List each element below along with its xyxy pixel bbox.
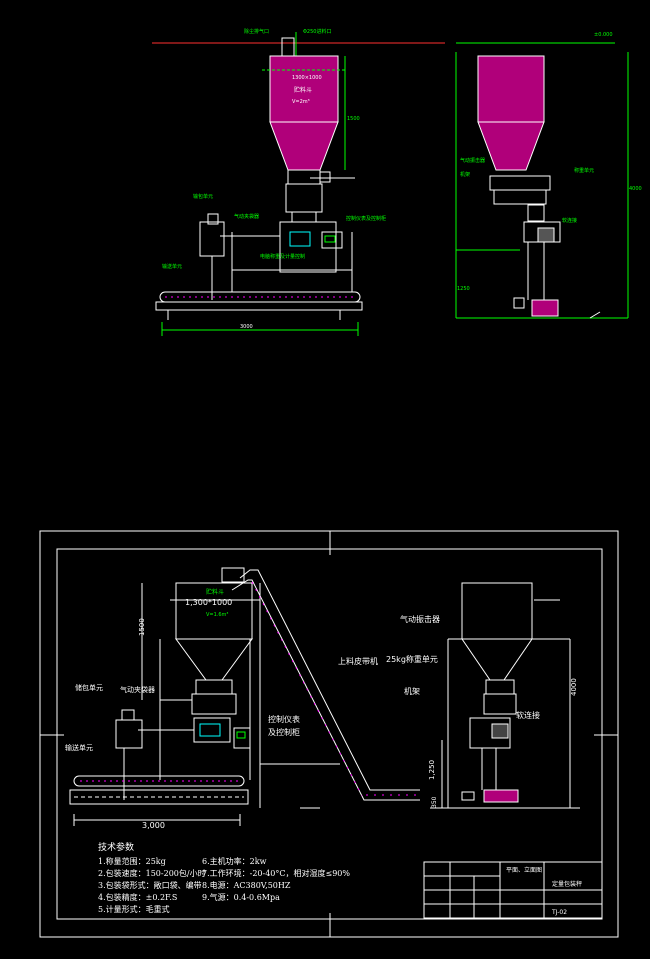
side-label-unit: 称重单元 bbox=[574, 167, 594, 174]
top-front-view bbox=[152, 32, 445, 336]
side-label-vibrator: 气动振击器 bbox=[460, 157, 485, 164]
bottom-dim-3000: 3,000 bbox=[142, 821, 165, 830]
title-block bbox=[423, 861, 603, 919]
param-row: 1.称量范围：25kg 6.主机功率：2kw bbox=[98, 856, 428, 868]
param-8: 8.电源：AC380V,50HZ bbox=[202, 881, 291, 890]
bottom-dim-1250: 1,250 bbox=[428, 760, 436, 780]
param-4: 4.包装精度：±0.2F.S bbox=[98, 893, 178, 902]
tech-params: 技术参数 1.称量范围：25kg 6.主机功率：2kw 2.包装速度：150-2… bbox=[98, 842, 428, 916]
param-3: 3.包装袋形式：敞口袋、编带 bbox=[98, 881, 202, 890]
side-level-mark: ±0.000 bbox=[594, 32, 613, 38]
bottom-dim-4000: 4000 bbox=[570, 678, 578, 696]
top-dim-hopper: 1300×1000 bbox=[292, 75, 322, 81]
bottom-label-weigh: 25kg称重单元 bbox=[386, 654, 438, 664]
param-7: 7.工作环境：-20-40°C，相对湿度≤90% bbox=[202, 869, 351, 878]
param-2: 2.包装速度：150-200包/小时 bbox=[98, 869, 206, 878]
param-9: 9.气源：0.4-0.6Mpa bbox=[202, 893, 280, 902]
bottom-hopper-dim: 1,300*1000 bbox=[185, 598, 232, 607]
top-dim-height: 1500 bbox=[347, 116, 360, 122]
param-row: 2.包装速度：150-200包/小时 7.工作环境：-20-40°C，相对湿度≤… bbox=[98, 868, 428, 880]
side-label-frame: 机架 bbox=[460, 171, 470, 178]
tech-params-title: 技术参数 bbox=[98, 843, 135, 853]
bottom-labels: 贮料斗 1,300*1000 V=1.6m³ 1500 储包单元 气动夹袋器 输… bbox=[65, 588, 578, 830]
top-hopper-volume: V=2m³ bbox=[292, 99, 310, 105]
bottom-label-clamp: 气动夹袋器 bbox=[120, 685, 155, 694]
top-front-labels: 除尘排气口 Φ250进料口 1300×1000 贮料斗 V=2m³ 1500 输… bbox=[162, 28, 386, 330]
side-hopper bbox=[477, 55, 545, 123]
bottom-label-vibrator: 气动振击器 bbox=[400, 614, 440, 624]
top-label-pack-unit: 输包单元 bbox=[193, 193, 213, 200]
top-label-weigh: 电脑称重及计量控制 bbox=[260, 253, 305, 260]
title-product: 定量包装秤 bbox=[552, 880, 582, 888]
param-5: 5.计量形式：毛重式 bbox=[98, 905, 170, 914]
top-side-labels: ±0.000 气动振击器 机架 称重单元 软连接 4000 1250 bbox=[457, 32, 642, 292]
top-hopper-label: 贮料斗 bbox=[294, 86, 312, 94]
side-dim-lower: 1250 bbox=[457, 286, 470, 292]
bottom-hopper-volume: V=1.6m³ bbox=[206, 612, 228, 618]
bottom-label-conveyor: 上料皮带机 bbox=[338, 656, 378, 666]
top-label-bottom-dim: 3000 bbox=[240, 324, 253, 330]
bottom-dim-1500: 1500 bbox=[138, 618, 146, 636]
param-row: 5.计量形式：毛重式 bbox=[98, 904, 428, 916]
top-side-view bbox=[455, 42, 629, 319]
title-block-text: 平面、立面图 定量包装秤 TJ-02 bbox=[506, 866, 582, 916]
top-note-left: 除尘排气口 bbox=[244, 28, 269, 35]
param-1: 1.称量范围：25kg bbox=[98, 857, 166, 866]
top-label-control: 控制仪表及控制柜 bbox=[346, 215, 386, 222]
side-dim-total: 4000 bbox=[629, 186, 642, 192]
bottom-label-control: 控制仪表 bbox=[268, 714, 300, 724]
bottom-machine-right bbox=[430, 582, 580, 809]
top-label-clamp: 气动夹袋器 bbox=[234, 213, 259, 220]
belt-conveyor bbox=[231, 569, 420, 801]
param-row: 4.包装精度：±0.2F.S 9.气源：0.4-0.6Mpa bbox=[98, 892, 428, 904]
sheet-frame bbox=[39, 530, 619, 938]
param-6: 6.主机功率：2kw bbox=[202, 857, 267, 866]
top-hopper bbox=[269, 55, 339, 123]
bottom-machine-left bbox=[69, 567, 340, 826]
bottom-label-frame: 机架 bbox=[404, 686, 420, 696]
bottom-dim-350: 350 bbox=[431, 796, 438, 808]
bottom-label-control2: 及控制柜 bbox=[268, 727, 300, 737]
top-label-conveyor: 输送单元 bbox=[162, 263, 182, 270]
bottom-label-soft: 软连接 bbox=[516, 710, 540, 720]
title-drawing-no: TJ-02 bbox=[551, 909, 567, 916]
param-row: 3.包装袋形式：敞口袋、编带 8.电源：AC380V,50HZ bbox=[98, 880, 428, 892]
bottom-hopper-label: 贮料斗 bbox=[206, 588, 224, 596]
side-label-connector: 软连接 bbox=[562, 217, 577, 224]
top-note-right: Φ250进料口 bbox=[303, 28, 331, 35]
bottom-label-bag-unit: 储包单元 bbox=[75, 683, 103, 692]
bottom-label-feed: 输送单元 bbox=[65, 743, 93, 752]
title-view-name: 平面、立面图 bbox=[506, 866, 542, 874]
